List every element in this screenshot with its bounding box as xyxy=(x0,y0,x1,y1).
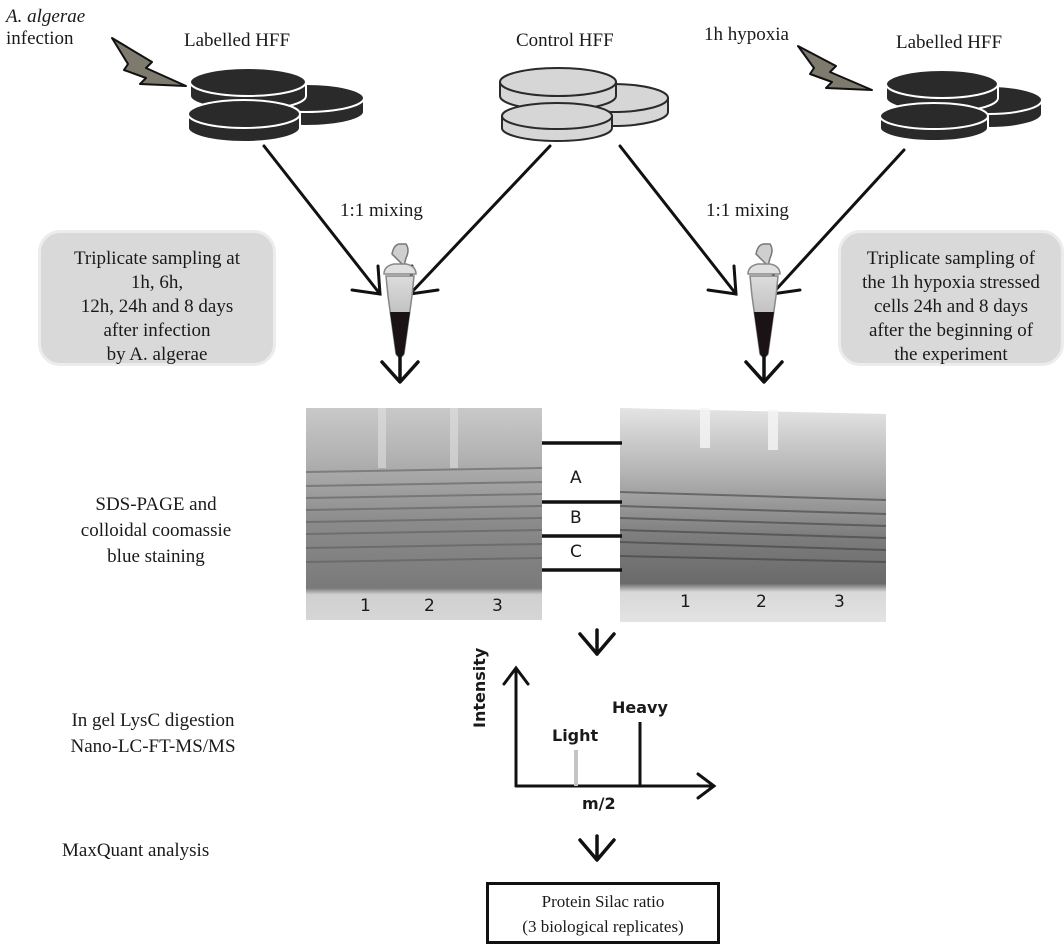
hypoxia-bolt-icon xyxy=(797,45,873,91)
spectrum-y-label: Intensity xyxy=(470,647,489,728)
labelled-hff-dishes-right xyxy=(879,69,1043,142)
dish xyxy=(189,67,307,111)
sample-tube-right xyxy=(747,243,781,358)
fraction-lines xyxy=(542,441,622,572)
silac-ratio-result: Protein Silac ratio (3 biological replic… xyxy=(486,882,720,944)
lane-label: 2 xyxy=(756,592,767,612)
dish xyxy=(499,67,617,111)
box-line: 12h, 24h and 8 days xyxy=(80,296,234,317)
lane-label: 1 xyxy=(680,592,691,612)
labelled-hff-right-label: Labelled HFF xyxy=(896,32,1003,53)
down-arrows xyxy=(380,354,784,862)
heavy-label: Heavy xyxy=(612,698,668,717)
digestion-step: In gel LysC digestion Nano-LC-FT-MS/MS xyxy=(28,708,278,760)
lane-label: 1 xyxy=(360,596,371,616)
dish xyxy=(879,102,989,142)
result-line: Protein Silac ratio xyxy=(541,892,665,911)
hypoxia-label: 1h hypoxia xyxy=(704,24,789,45)
lane-label: 3 xyxy=(492,596,503,616)
box-line: Triplicate sampling of xyxy=(866,248,1036,269)
sds-page-step: SDS-PAGE and colloidal coomassie blue st… xyxy=(56,492,256,570)
mixing-label-right: 1:1 mixing xyxy=(706,200,789,221)
box-line: after the beginning of xyxy=(868,320,1034,341)
spectrum-x-label: m/2 xyxy=(582,794,616,813)
maxquant-step: MaxQuant analysis xyxy=(62,840,210,861)
infection-bolt-icon xyxy=(111,37,187,87)
fraction-a: A xyxy=(570,468,582,488)
lane-label: 2 xyxy=(424,596,435,616)
mixing-label-left: 1:1 mixing xyxy=(340,200,423,221)
fraction-c: C xyxy=(570,542,582,562)
infection-species: A. algerae xyxy=(6,6,86,27)
infection-word: infection xyxy=(6,28,74,49)
labelled-hff-left-label: Labelled HFF xyxy=(184,30,291,51)
infection-label: A. algerae infection xyxy=(6,6,85,50)
light-label: Light xyxy=(552,726,599,745)
box-line: the 1h hypoxia stressed xyxy=(862,272,1040,293)
dish xyxy=(187,99,301,143)
labelled-hff-dishes-left xyxy=(187,67,365,143)
step-line: In gel LysC digestion xyxy=(71,710,235,731)
step-line: colloidal coomassie xyxy=(80,520,232,541)
gel-right xyxy=(619,408,887,622)
box-line: after infection xyxy=(103,320,211,341)
box-line: 1h, 6h, xyxy=(130,272,184,293)
left-sampling-box: Triplicate sampling at 1h, 6h, 12h, 24h … xyxy=(38,230,276,366)
box-line: cells 24h and 8 days xyxy=(873,296,1029,317)
box-line: the experiment xyxy=(894,344,1008,365)
spectrum-plot xyxy=(502,665,717,800)
dish xyxy=(501,102,613,142)
box-line: Triplicate sampling at xyxy=(73,248,241,269)
box-line: by A. algerae xyxy=(106,344,208,365)
step-line: SDS-PAGE and xyxy=(95,494,217,515)
sample-tube-left xyxy=(383,243,417,358)
right-sampling-box: Triplicate sampling of the 1h hypoxia st… xyxy=(838,230,1064,366)
step-line: Nano-LC-FT-MS/MS xyxy=(70,736,236,757)
step-line: blue staining xyxy=(107,546,205,567)
gel-left xyxy=(305,408,543,620)
lane-label: 3 xyxy=(834,592,845,612)
fraction-b: B xyxy=(570,508,582,528)
control-hff-dishes xyxy=(499,67,669,142)
control-hff-label: Control HFF xyxy=(516,30,614,51)
result-line: (3 biological replicates) xyxy=(522,917,684,936)
